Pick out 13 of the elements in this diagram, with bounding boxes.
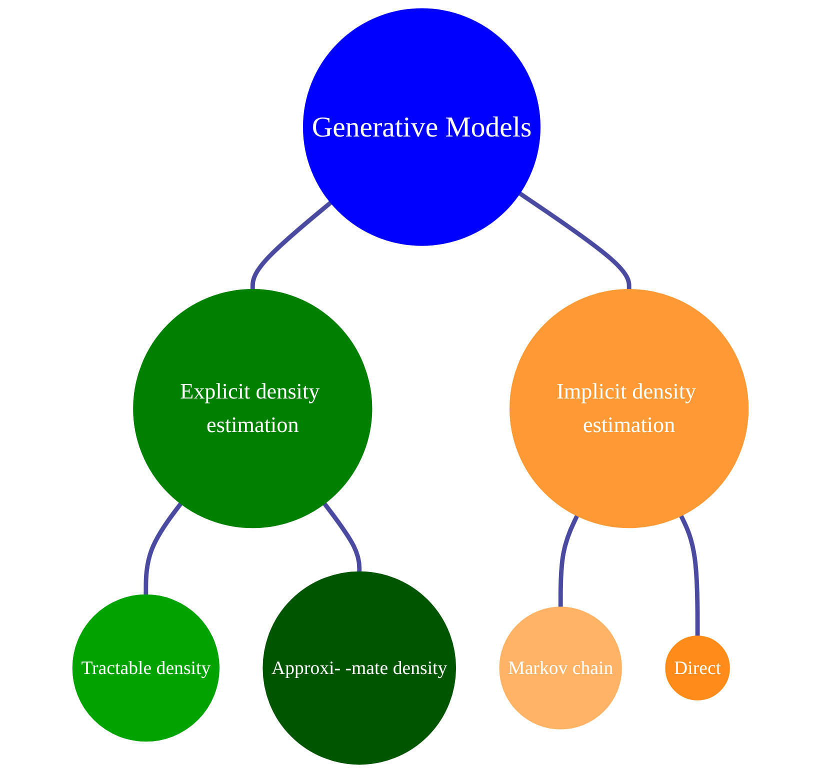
- connector: [558, 514, 580, 608]
- connector: [250, 200, 332, 290]
- node-circle: Markov chain: [499, 606, 622, 730]
- node-circle: Explicit density estimation: [133, 289, 372, 528]
- node-circle: Generative Models: [302, 8, 541, 246]
- node-circle: Implicit density estimation: [510, 289, 749, 528]
- connector: [322, 502, 362, 572]
- node-circle: Direct: [665, 636, 730, 700]
- connector: [518, 192, 632, 290]
- node-circle: Tractable density: [72, 594, 220, 742]
- connector: [679, 514, 700, 636]
- connector: [144, 502, 183, 595]
- node-circle: Approxi- -mate density: [262, 571, 456, 765]
